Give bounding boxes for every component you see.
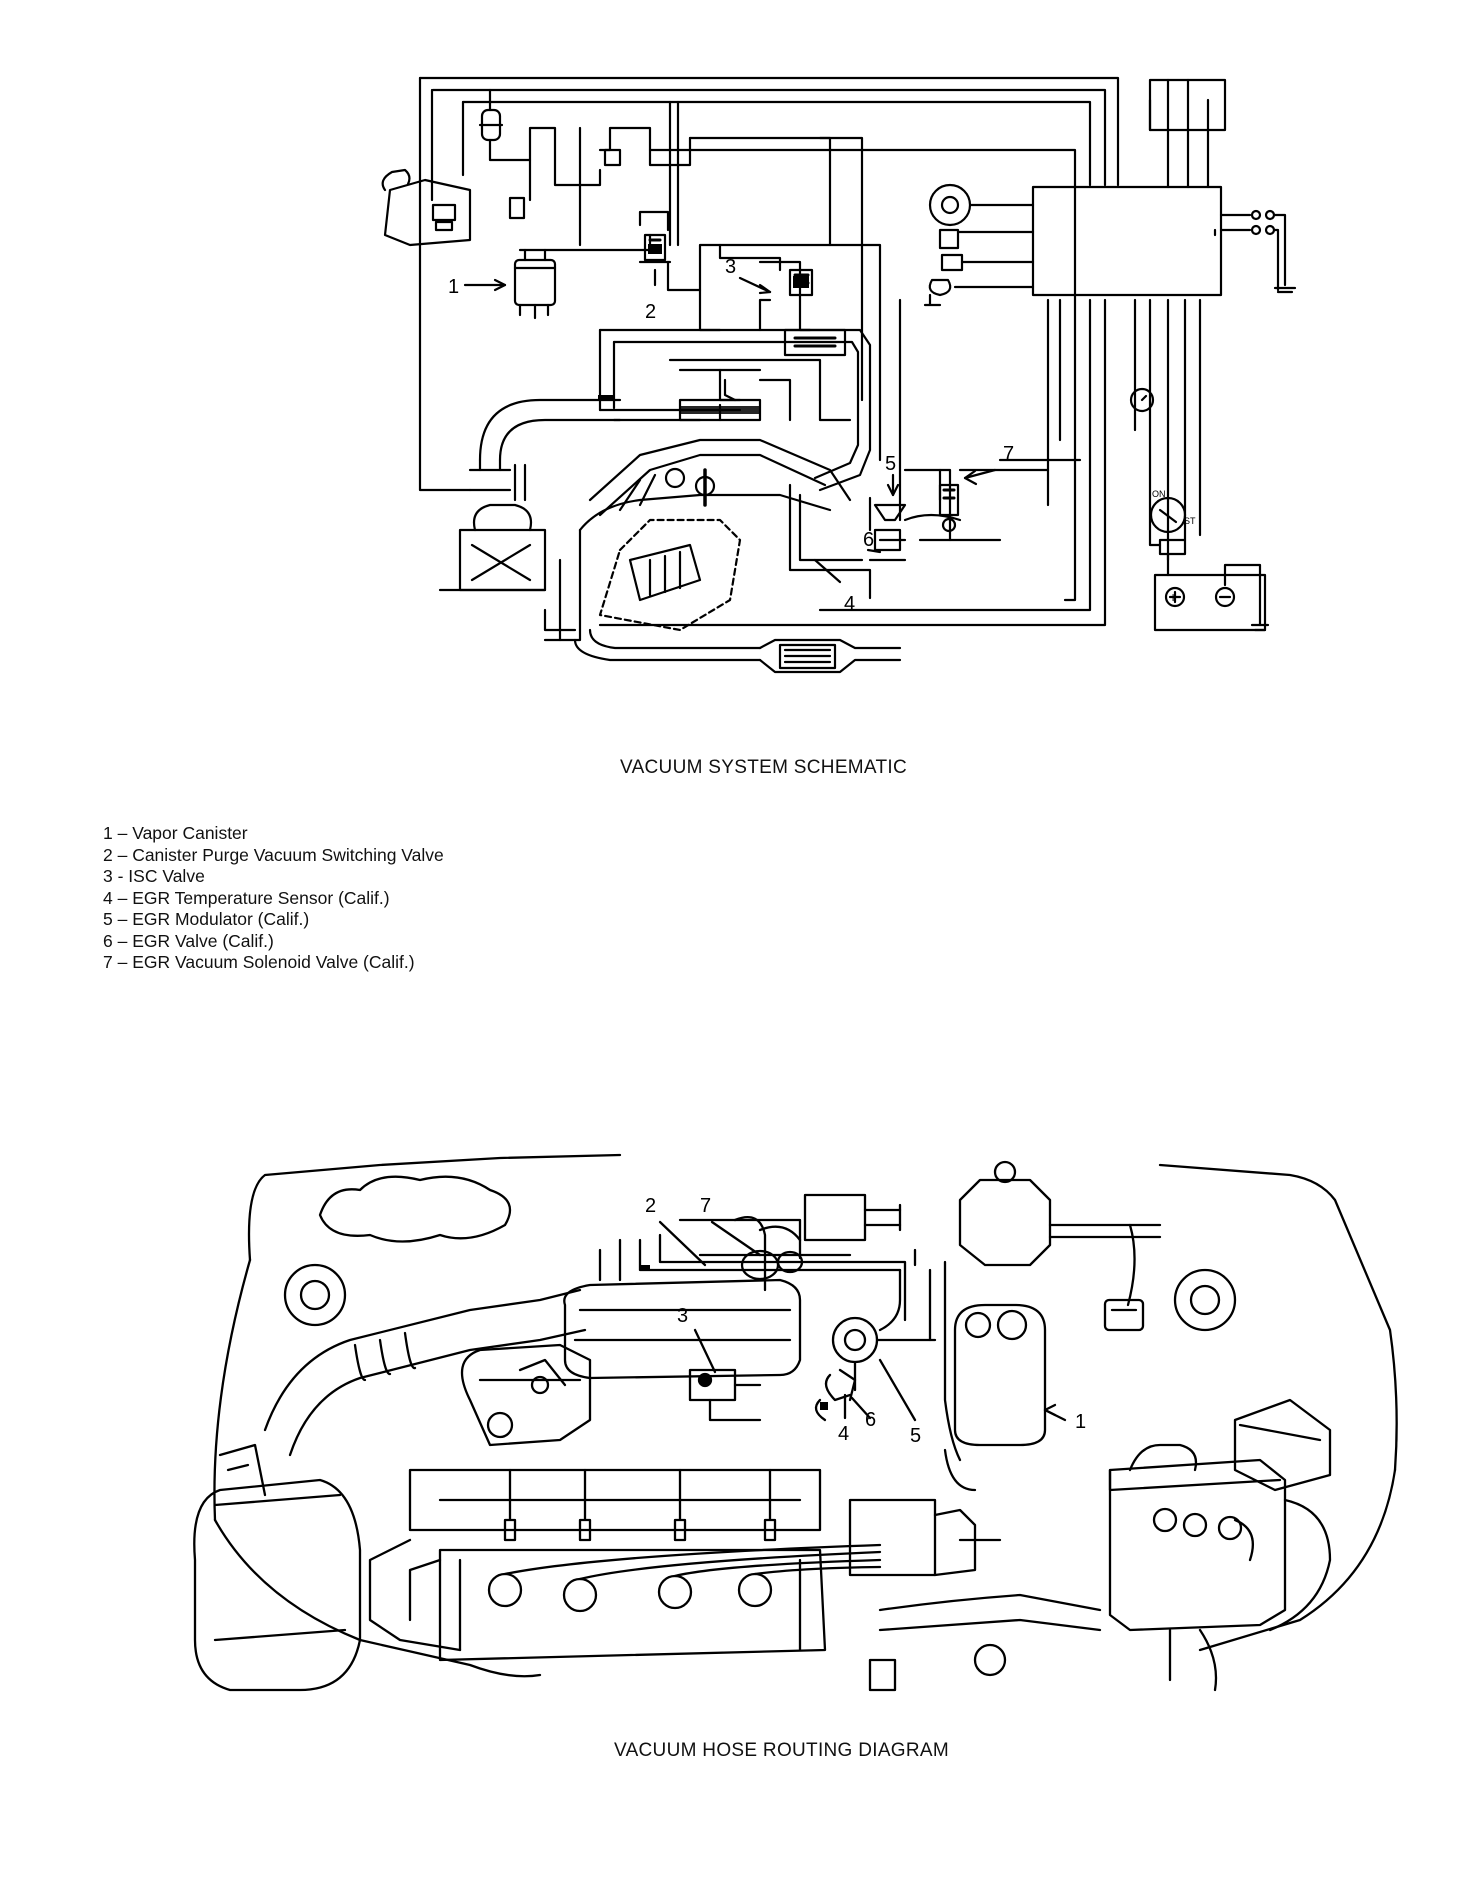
legend-item-7: 7 – EGR Vacuum Solenoid Valve (Calif.) (103, 952, 415, 972)
schematic-caption: VACUUM SYSTEM SCHEMATIC (620, 757, 907, 778)
routing-caption: VACUUM HOSE ROUTING DIAGRAM (614, 1740, 949, 1761)
legend-item-4: 4 – EGR Temperature Sensor (Calif.) (103, 887, 390, 908)
ignition-on-label: ON (1152, 489, 1166, 499)
callout-2: 2 (645, 301, 656, 323)
legend-item-1: 1 – Vapor Canister (103, 823, 248, 843)
callout-3: 3 (725, 256, 736, 278)
callout-1: 1 (448, 276, 459, 298)
legend-item-6: 6 – EGR Valve (Calif.) (103, 930, 274, 951)
callout-5: 5 (885, 453, 896, 475)
vacuum-system-schematic: 1 2 3 4 5 6 7 ON ST + − (381, 76, 1297, 674)
component-legend: 1 – Vapor Canister 2 – Canister Purge Va… (103, 823, 444, 974)
legend-item-3: 3 - ISC Valve (103, 866, 205, 886)
routing-callout-4: 4 (838, 1423, 849, 1445)
ignition-st-label: ST (1184, 516, 1196, 526)
routing-callout-3: 3 (677, 1305, 688, 1327)
battery-positive-label: + (1169, 589, 1177, 605)
callout-6: 6 (863, 529, 874, 551)
legend-item-2: 2 – Canister Purge Vacuum Switching Valv… (103, 844, 444, 865)
routing-callouts: 2 7 3 4 6 5 1 (645, 1195, 1086, 1447)
routing-callout-7: 7 (700, 1195, 711, 1217)
routing-callout-5: 5 (910, 1425, 921, 1447)
routing-callout-2: 2 (645, 1195, 656, 1217)
routing-callout-6: 6 (865, 1409, 876, 1431)
battery-negative-label: − (1220, 589, 1228, 605)
schematic-callouts: 1 2 3 4 5 6 7 ON ST + − (448, 256, 1228, 615)
legend-item-5: 5 – EGR Modulator (Calif.) (103, 909, 310, 929)
routing-callout-1: 1 (1075, 1411, 1086, 1433)
callout-7: 7 (1003, 443, 1014, 465)
callout-4: 4 (844, 593, 855, 615)
